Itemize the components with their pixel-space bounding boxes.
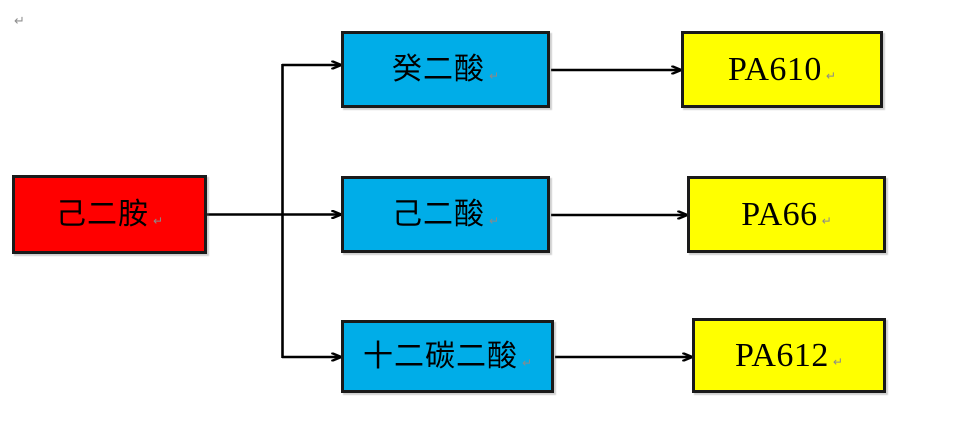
node-pa612[interactable]: PA612↵: [692, 318, 886, 393]
paragraph-mark-icon: ↵: [14, 14, 25, 29]
node-hexamethylenediamine[interactable]: 己二胺↵: [12, 175, 207, 254]
paragraph-mark-icon: ↵: [152, 213, 164, 228]
paragraph-mark-icon: ↵: [488, 68, 500, 83]
node-pa66-label: PA66: [741, 195, 818, 233]
node-sebacic-acid[interactable]: 癸二酸↵: [341, 31, 550, 108]
node-dodecanedioic-acid[interactable]: 十二碳二酸↵: [341, 320, 554, 393]
node-adipic-acid-label: 己二酸: [391, 196, 485, 232]
node-pa610[interactable]: PA610↵: [681, 31, 883, 108]
node-hexamethylenediamine-label: 己二胺: [55, 196, 149, 232]
paragraph-mark-icon: ↵: [832, 354, 843, 369]
node-sebacic-acid-label: 癸二酸: [391, 51, 485, 87]
paragraph-mark-icon: ↵: [488, 213, 500, 228]
node-dodecanedioic-acid-label: 十二碳二酸: [362, 338, 518, 374]
node-pa610-label: PA610: [728, 50, 822, 88]
paragraph-mark-icon: ↵: [825, 68, 836, 83]
node-pa66[interactable]: PA66↵: [687, 176, 886, 253]
node-pa612-label: PA612: [735, 336, 829, 374]
node-adipic-acid[interactable]: 己二酸↵: [341, 176, 550, 253]
paragraph-mark-icon: ↵: [521, 355, 533, 370]
paragraph-mark-icon: ↵: [821, 213, 832, 228]
